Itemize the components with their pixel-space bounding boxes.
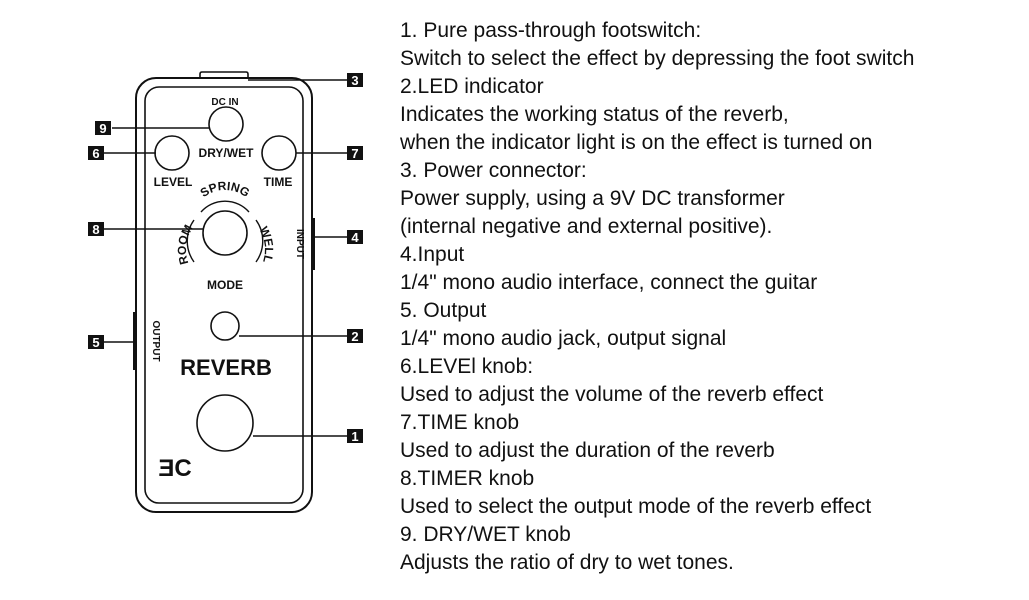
time-label: TIME bbox=[264, 175, 293, 189]
description-line: 4.Input bbox=[400, 243, 464, 266]
callout-3: 3 bbox=[347, 73, 363, 88]
mode-knob[interactable] bbox=[202, 210, 248, 256]
description-line: Switch to select the effect by depressin… bbox=[400, 47, 914, 70]
svg-text:1: 1 bbox=[351, 429, 358, 444]
dc-in-label: DC IN bbox=[211, 97, 238, 108]
svg-text:4: 4 bbox=[351, 230, 359, 245]
callout-6: 6 bbox=[88, 146, 104, 161]
svg-text:3: 3 bbox=[351, 73, 358, 88]
description-line: Indicates the working status of the reve… bbox=[400, 103, 789, 126]
time-knob[interactable] bbox=[261, 135, 297, 171]
callout-8: 8 bbox=[88, 222, 104, 237]
svg-text:8: 8 bbox=[92, 222, 99, 237]
description-block: 1. Pure pass-through footswitch: Switch … bbox=[399, 19, 914, 574]
dry-wet-knob[interactable] bbox=[208, 106, 244, 142]
pedal-enclosure bbox=[133, 71, 315, 513]
description-line: when the indicator light is on the effec… bbox=[399, 131, 872, 154]
description-line: 5. Output bbox=[400, 299, 487, 322]
description-line: 6.LEVEl knob: bbox=[400, 355, 533, 378]
description-line: 1/4" mono audio interface, connect the g… bbox=[400, 271, 817, 294]
output-jack bbox=[133, 312, 137, 370]
input-label: INPUT bbox=[294, 229, 305, 259]
callout-9: 9 bbox=[95, 121, 111, 136]
description-line: 8.TIMER knob bbox=[400, 467, 534, 490]
callout-1: 1 bbox=[347, 429, 363, 444]
callout-2: 2 bbox=[347, 329, 363, 344]
brand-logo: ƎC bbox=[158, 455, 191, 482]
pedal-name: REVERB bbox=[180, 355, 272, 380]
output-label: OUTPUT bbox=[150, 320, 161, 361]
description-line: 1/4" mono audio jack, output signal bbox=[400, 327, 726, 350]
callout-4: 4 bbox=[347, 230, 363, 245]
description-line: Used to adjust the duration of the rever… bbox=[400, 439, 775, 462]
description-line: 9. DRY/WET knob bbox=[400, 523, 571, 546]
callout-7: 7 bbox=[347, 146, 363, 161]
mode-label: MODE bbox=[207, 278, 243, 292]
description-line: Adjusts the ratio of dry to wet tones. bbox=[400, 551, 734, 574]
description-line: 1. Pure pass-through footswitch: bbox=[400, 19, 701, 42]
svg-text:9: 9 bbox=[99, 121, 106, 136]
dry-wet-label: DRY/WET bbox=[199, 146, 255, 160]
svg-text:2: 2 bbox=[351, 329, 358, 344]
description-line: Used to select the output mode of the re… bbox=[400, 495, 871, 518]
description-line: Used to adjust the volume of the reverb … bbox=[400, 383, 824, 406]
svg-text:6: 6 bbox=[92, 146, 99, 161]
input-jack bbox=[311, 218, 315, 270]
spring-label: SPRING bbox=[198, 179, 253, 200]
level-knob[interactable] bbox=[154, 135, 190, 171]
description-line: (internal negative and external positive… bbox=[400, 215, 772, 238]
level-label: LEVEL bbox=[154, 175, 193, 189]
footswitch[interactable] bbox=[196, 394, 254, 452]
description-line: Power supply, using a 9V DC transformer bbox=[400, 187, 785, 210]
description-line: 3. Power connector: bbox=[400, 159, 587, 182]
svg-text:7: 7 bbox=[351, 146, 358, 161]
description-line: 7.TIME knob bbox=[400, 411, 519, 434]
svg-text:5: 5 bbox=[92, 335, 99, 350]
callout-5: 5 bbox=[88, 335, 104, 350]
led-indicator bbox=[210, 311, 240, 341]
description-line: 2.LED indicator bbox=[400, 75, 544, 98]
